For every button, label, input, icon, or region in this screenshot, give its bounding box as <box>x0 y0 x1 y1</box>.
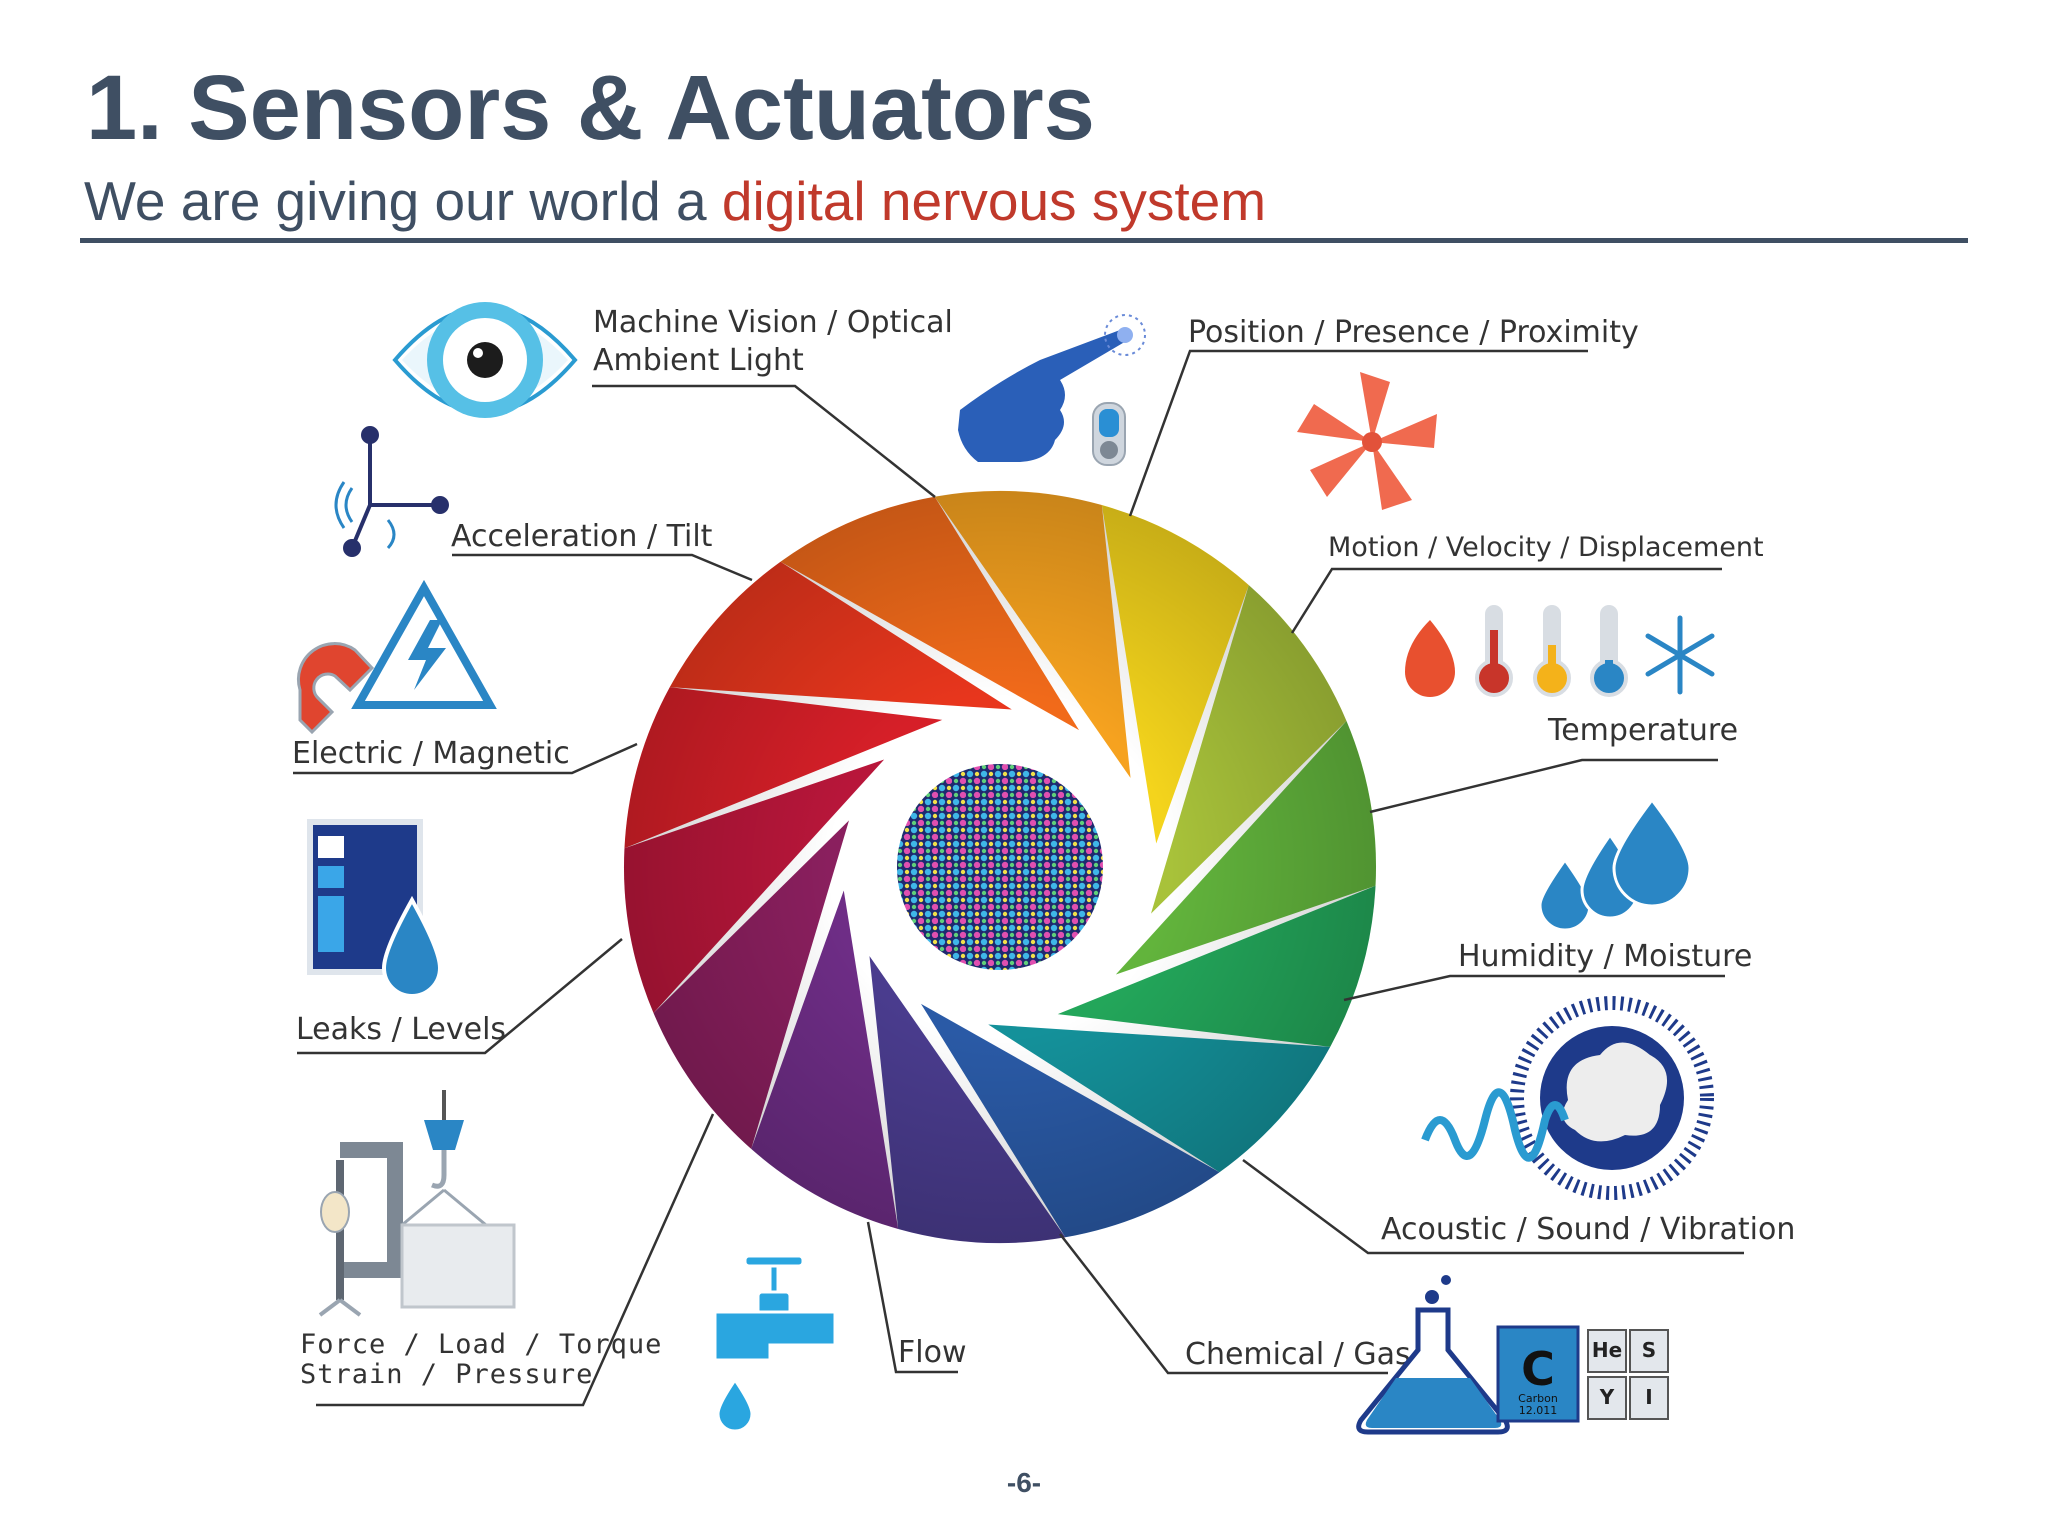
magnet-warning-icon <box>296 579 497 735</box>
label-acoustic: Acoustic / Sound / Vibration <box>1381 1212 1795 1247</box>
carbon-symbol: C <box>1521 1342 1555 1396</box>
clamp-hook-icon <box>318 1090 516 1317</box>
carbon-name: Carbon <box>1518 1392 1558 1405</box>
label-vision-line2: Ambient Light <box>593 343 804 378</box>
leader-flow <box>866 1221 958 1374</box>
label-leaks: Leaks / Levels <box>296 1012 506 1047</box>
leader-acceleration <box>452 553 753 582</box>
pinwheel-icon <box>1297 372 1437 510</box>
eye-icon <box>392 302 578 418</box>
leader-leaks <box>297 938 623 1055</box>
label-acceleration: Acceleration / Tilt <box>451 519 713 554</box>
leader-vision <box>592 384 936 498</box>
tank-drop-icon <box>307 819 443 998</box>
element-i: I <box>1645 1385 1652 1409</box>
label-electric: Electric / Magnetic <box>292 736 570 771</box>
label-temperature: Temperature <box>1547 713 1738 748</box>
snowflake-icon <box>1645 615 1715 695</box>
dot-sphere-icon <box>897 764 1103 970</box>
flask-elements-icon: C Carbon 12.011 He S Y I <box>1356 1275 1669 1435</box>
label-position: Position / Presence / Proximity <box>1188 315 1639 350</box>
subtitle-accent: digital nervous system <box>721 170 1267 232</box>
sound-burst-icon <box>1421 996 1714 1200</box>
label-force-line2: Strain / Pressure <box>300 1359 593 1390</box>
page-number: -6- <box>1006 1467 1042 1498</box>
leader-motion <box>1290 567 1722 634</box>
title-divider <box>80 238 1968 243</box>
thermometer-red <box>1475 605 1513 697</box>
subtitle-lead: We are giving our world a <box>84 170 722 232</box>
label-motion: Motion / Velocity / Displacement <box>1328 532 1764 563</box>
leader-electric <box>293 742 638 775</box>
toggle-switch-icon <box>1092 402 1126 466</box>
axes-icon <box>334 426 449 557</box>
carbon-weight: 12.011 <box>1519 1404 1558 1417</box>
faucet-icon <box>713 1254 837 1433</box>
element-he: He <box>1592 1338 1622 1362</box>
thermometers-icon <box>1405 605 1715 697</box>
label-force-line1: Force / Load / Torque <box>300 1329 662 1360</box>
label-vision-line1: Machine Vision / Optical <box>593 305 953 340</box>
slide-title: 1. Sensors & Actuators <box>86 57 1095 159</box>
leader-chemical <box>1059 1233 1388 1375</box>
leader-force <box>316 1113 715 1407</box>
leader-lines <box>293 349 1744 1407</box>
thermometer-yellow <box>1533 605 1571 697</box>
label-chemical: Chemical / Gas <box>1185 1337 1411 1372</box>
slide-subtitle: We are giving our world a digital nervou… <box>84 174 1266 229</box>
leader-position <box>1128 349 1588 517</box>
label-flow: Flow <box>898 1335 966 1370</box>
element-y: Y <box>1599 1385 1615 1409</box>
leader-acoustic <box>1242 1158 1744 1255</box>
droplets-icon <box>1538 797 1692 932</box>
leader-humidity <box>1343 974 1725 1002</box>
thermometer-blue <box>1590 605 1628 697</box>
pointing-hand-icon <box>958 314 1146 462</box>
element-s: S <box>1642 1338 1656 1362</box>
leader-temperature <box>1369 758 1718 814</box>
label-humidity: Humidity / Moisture <box>1458 939 1752 974</box>
